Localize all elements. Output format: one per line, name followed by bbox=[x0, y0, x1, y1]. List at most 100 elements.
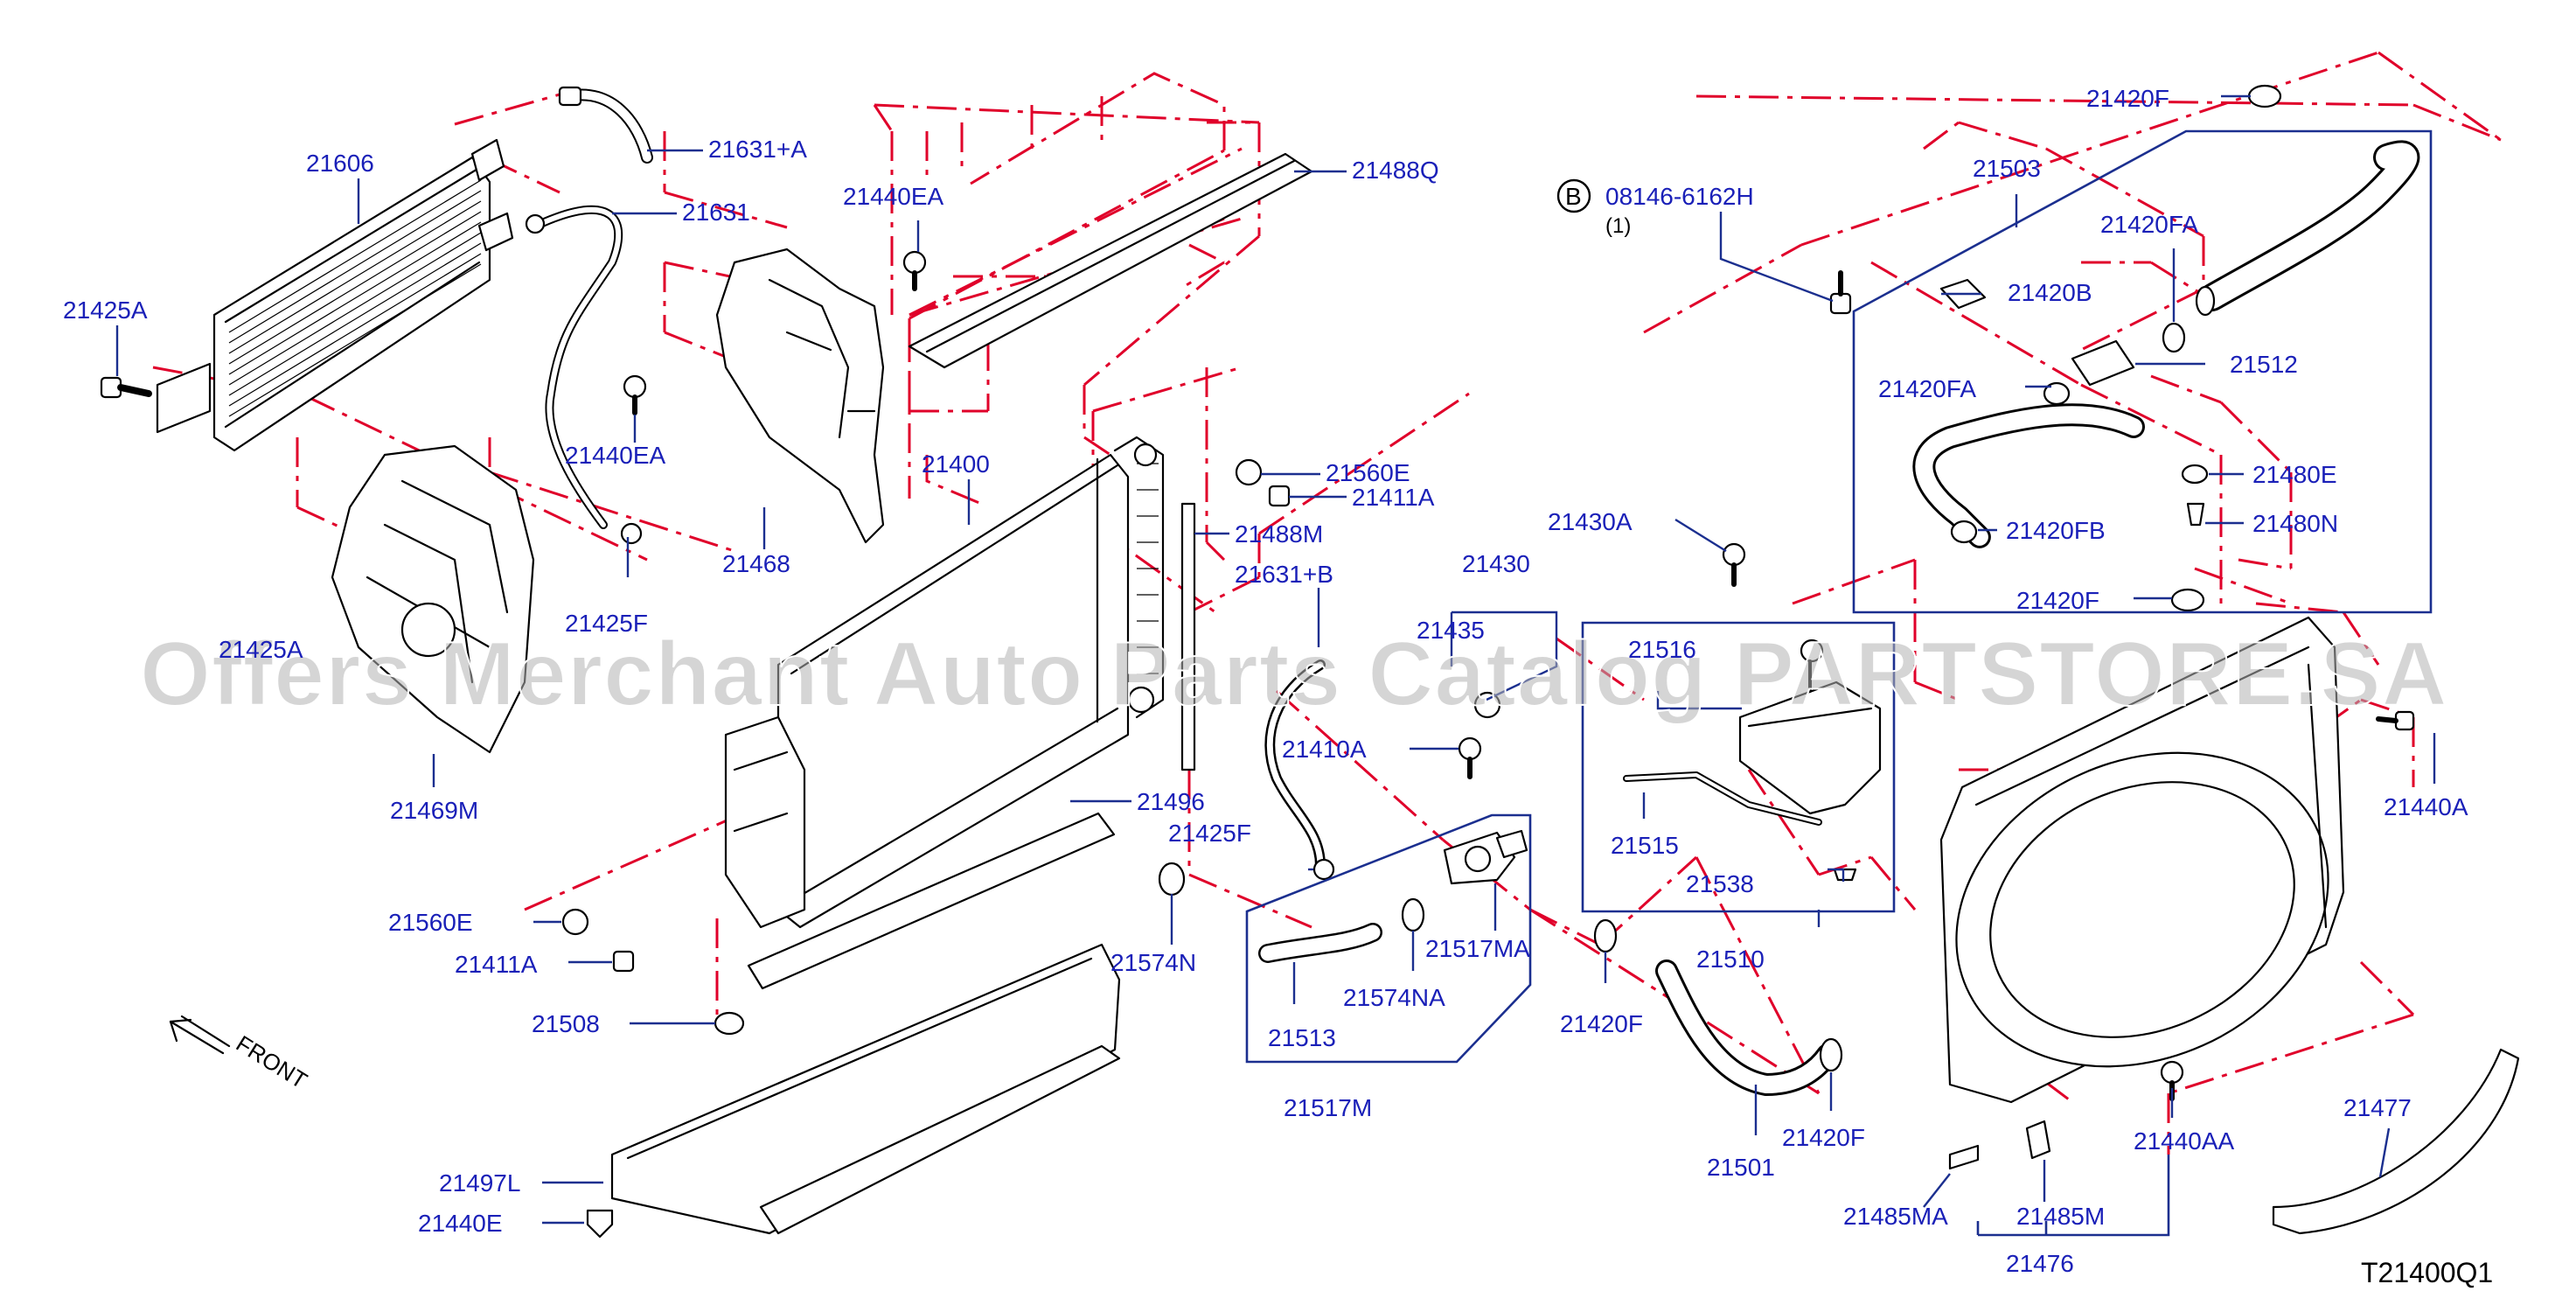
joint-21512 bbox=[2071, 339, 2135, 387]
bolt-21440a bbox=[2376, 710, 2415, 731]
clamp-21574na bbox=[1401, 897, 1425, 932]
hose-21631a bbox=[558, 86, 653, 164]
label-21513[interactable]: 21513 bbox=[1268, 1024, 1336, 1051]
label-21606[interactable]: 21606 bbox=[306, 150, 374, 177]
label-21512[interactable]: 21512 bbox=[2230, 351, 2298, 378]
front-label: FRONT bbox=[232, 1030, 312, 1094]
hose-21513 bbox=[1258, 923, 1382, 963]
bolt-21410a bbox=[1458, 736, 1482, 779]
label-21425a-mid[interactable]: 21425A bbox=[219, 636, 303, 663]
label-21503[interactable]: 21503 bbox=[1973, 155, 2041, 182]
label-21485m[interactable]: 21485M bbox=[2016, 1203, 2105, 1230]
drain-plug-21508 bbox=[714, 1011, 745, 1036]
bolt-reference: B 08146-6162H (1) bbox=[1556, 178, 1754, 238]
fan-shroud-21476 bbox=[1939, 616, 2345, 1104]
part-labels: 21606 21631+A 21631 21425A 21440EA 21488… bbox=[63, 85, 2468, 1277]
label-21430a[interactable]: 21430A bbox=[1548, 508, 1633, 535]
label-21508[interactable]: 21508 bbox=[532, 1010, 600, 1037]
air-guide-21469m bbox=[331, 444, 535, 754]
side-seal-21488m bbox=[1180, 502, 1196, 771]
clamp-21420f-lower bbox=[1593, 918, 1618, 953]
clamp-21420fa-top bbox=[2162, 322, 2186, 353]
label-21425f-left[interactable]: 21425F bbox=[565, 610, 648, 637]
label-21410a[interactable]: 21410A bbox=[1282, 736, 1367, 763]
oil-cooler-21606 bbox=[156, 138, 514, 452]
label-21574n[interactable]: 21574N bbox=[1110, 949, 1196, 976]
hose-21503 bbox=[2195, 140, 2420, 317]
label-21440ea-mid[interactable]: 21440EA bbox=[565, 442, 666, 469]
reservoir-21510 bbox=[1738, 639, 1882, 815]
label-21440aa[interactable]: 21440AA bbox=[2134, 1127, 2235, 1155]
label-21517m[interactable]: 21517M bbox=[1284, 1094, 1372, 1121]
label-21560e-bottom[interactable]: 21560E bbox=[388, 909, 473, 936]
label-21516[interactable]: 21516 bbox=[1628, 636, 1696, 663]
label-21469m[interactable]: 21469M bbox=[390, 797, 478, 824]
clamp-21420f-mid bbox=[2170, 588, 2205, 612]
label-21574na[interactable]: 21574NA bbox=[1343, 984, 1445, 1011]
b-marker-circle bbox=[1556, 178, 1591, 213]
label-21515[interactable]: 21515 bbox=[1611, 832, 1679, 859]
label-21480n[interactable]: 21480N bbox=[2252, 510, 2338, 537]
label-21497l[interactable]: 21497L bbox=[439, 1169, 520, 1197]
label-21485ma[interactable]: 21485MA bbox=[1843, 1203, 1948, 1230]
clip-21440ea-top bbox=[902, 250, 927, 291]
label-21400[interactable]: 21400 bbox=[922, 450, 990, 478]
label-21425a[interactable]: 21425A bbox=[63, 297, 148, 324]
label-21517ma[interactable]: 21517MA bbox=[1425, 935, 1530, 962]
label-21496[interactable]: 21496 bbox=[1137, 788, 1205, 815]
label-21488m[interactable]: 21488M bbox=[1235, 520, 1323, 548]
clip-21425f bbox=[620, 522, 643, 545]
label-21420b[interactable]: 21420B bbox=[2008, 279, 2092, 306]
radiator-21400 bbox=[724, 436, 1165, 929]
label-21420fb[interactable]: 21420FB bbox=[2006, 517, 2106, 544]
thermostat-housing-21430 bbox=[1443, 829, 1528, 885]
clamp-21420f-top bbox=[2247, 84, 2282, 108]
label-21440ea-top[interactable]: 21440EA bbox=[843, 183, 944, 210]
label-21631a[interactable]: 21631+A bbox=[708, 136, 807, 163]
bolt-21425a bbox=[100, 376, 152, 399]
diagram-code: T21400Q1 bbox=[2361, 1257, 2493, 1288]
tube-21631 bbox=[525, 205, 623, 529]
air-guide-21468 bbox=[715, 248, 885, 544]
label-21411a-top[interactable]: 21411A bbox=[1352, 484, 1435, 511]
label-21488q[interactable]: 21488Q bbox=[1352, 157, 1439, 184]
label-21476[interactable]: 21476 bbox=[2006, 1250, 2074, 1277]
label-21420fa-top[interactable]: 21420FA bbox=[2100, 211, 2198, 238]
bolt-quantity: (1) bbox=[1605, 214, 1631, 238]
label-21411a-bottom[interactable]: 21411A bbox=[455, 951, 538, 978]
label-21631[interactable]: 21631 bbox=[682, 199, 750, 226]
label-21631b[interactable]: 21631+B bbox=[1235, 561, 1333, 588]
clip-21440e bbox=[586, 1209, 614, 1239]
label-21420f-lower[interactable]: 21420F bbox=[1560, 1010, 1643, 1037]
watermark-text: Offers Merchant Auto Parts Catalog PARTS… bbox=[140, 624, 2448, 725]
label-21477[interactable]: 21477 bbox=[2343, 1094, 2412, 1121]
bolt-21430a bbox=[1722, 542, 1746, 587]
label-21420f-top[interactable]: 21420F bbox=[2086, 85, 2169, 112]
label-21538[interactable]: 21538 bbox=[1686, 870, 1754, 897]
bracket-21485ma bbox=[1948, 1144, 1980, 1170]
plug-21480n bbox=[2186, 502, 2205, 527]
tube-21515 bbox=[1623, 771, 1822, 826]
upper-seal-21488q bbox=[908, 152, 1313, 369]
label-21435[interactable]: 21435 bbox=[1417, 617, 1485, 644]
label-21560e-top[interactable]: 21560E bbox=[1326, 459, 1410, 486]
plug-21480e bbox=[2181, 464, 2209, 485]
label-21501[interactable]: 21501 bbox=[1707, 1154, 1775, 1181]
label-21510[interactable]: 21510 bbox=[1696, 946, 1765, 973]
label-21468[interactable]: 21468 bbox=[722, 550, 790, 577]
clip-21440ea bbox=[623, 374, 647, 415]
label-21440e[interactable]: 21440E bbox=[418, 1210, 503, 1237]
label-21440a[interactable]: 21440A bbox=[2384, 793, 2468, 820]
bolt-08146 bbox=[1829, 270, 1852, 315]
label-21425f-mid[interactable]: 21425F bbox=[1168, 820, 1251, 847]
label-21420fa-left[interactable]: 21420FA bbox=[1878, 375, 1976, 402]
label-21430[interactable]: 21430 bbox=[1462, 550, 1530, 577]
fastener-21560e-top bbox=[1235, 458, 1291, 507]
bolt-part-number[interactable]: 08146-6162H bbox=[1605, 183, 1754, 210]
bracket-21485m bbox=[2025, 1120, 2051, 1160]
label-21420f-mid[interactable]: 21420F bbox=[2016, 587, 2099, 614]
hose-21501 bbox=[1655, 960, 1839, 1096]
label-21480e[interactable]: 21480E bbox=[2252, 461, 2337, 488]
label-21420f-bottom[interactable]: 21420F bbox=[1782, 1124, 1865, 1151]
